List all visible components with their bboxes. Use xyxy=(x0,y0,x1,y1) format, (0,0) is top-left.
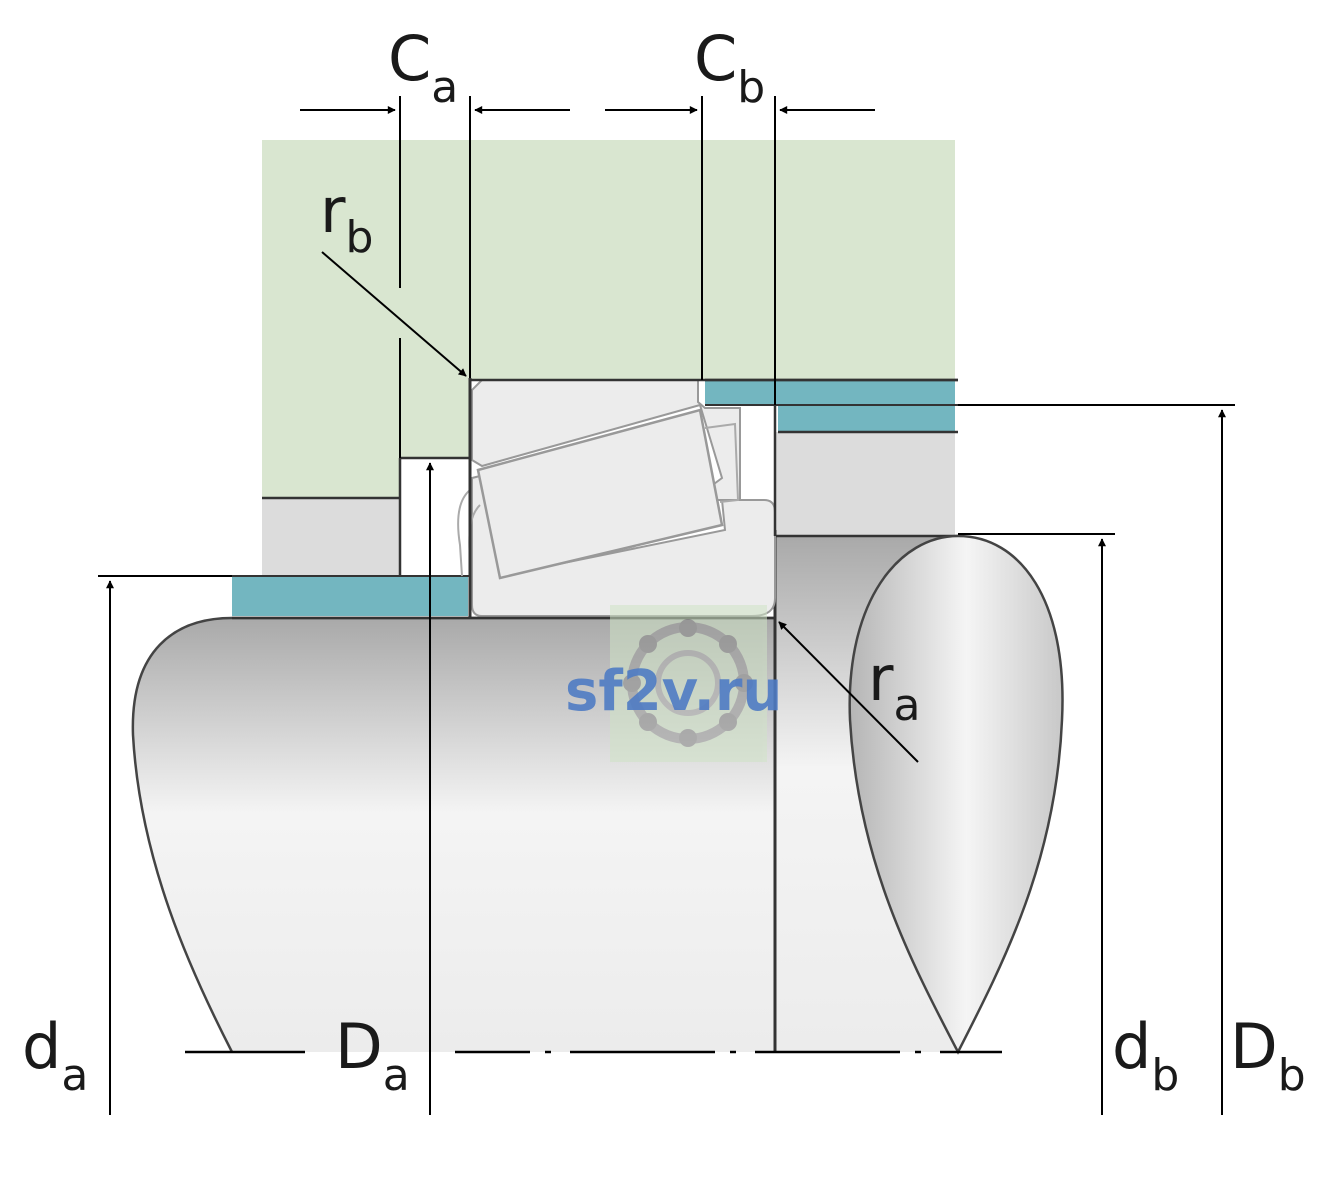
label-da-housing-main: D xyxy=(335,1010,383,1083)
dimension-da xyxy=(98,575,232,1115)
dimension-ca xyxy=(300,96,570,458)
housing-lower-right xyxy=(775,432,955,536)
bearing-roller xyxy=(457,408,740,580)
leader-rb xyxy=(321,251,467,377)
label-rb: rb xyxy=(320,174,373,263)
dimension-db xyxy=(958,533,1115,1115)
leader-ra xyxy=(778,621,919,763)
housing xyxy=(262,140,955,498)
label-ca-main: C xyxy=(388,22,431,95)
label-da-housing-sub: a xyxy=(383,1050,410,1101)
label-ra: ra xyxy=(868,642,920,731)
label-rb-sub: b xyxy=(346,212,374,263)
watermark xyxy=(610,605,767,762)
bearing-inner-ring xyxy=(471,474,776,617)
label-cb-main: C xyxy=(694,22,737,95)
label-db-housing-sub: b xyxy=(1278,1050,1306,1101)
label-cb-sub: b xyxy=(737,62,765,113)
label-ra-main: r xyxy=(868,642,894,715)
label-db-shaft-sub: b xyxy=(1151,1050,1179,1101)
label-da-shaft-main: d xyxy=(22,1010,61,1083)
label-da-shaft: da xyxy=(22,1010,88,1101)
dimension-db-housing xyxy=(958,404,1235,1115)
label-ra-sub: a xyxy=(894,680,921,731)
label-db-housing: Db xyxy=(1230,1010,1306,1101)
label-db-shaft-main: d xyxy=(1112,1010,1151,1083)
label-da-shaft-sub: a xyxy=(61,1050,88,1101)
label-db-housing-main: D xyxy=(1230,1010,1278,1083)
shaft-section-drop xyxy=(848,534,1064,1055)
label-ca-sub: a xyxy=(431,62,458,113)
label-ca: Ca xyxy=(388,22,458,113)
inner-spacer xyxy=(232,575,470,616)
dimension-cb xyxy=(605,96,875,405)
outer-spacer xyxy=(705,378,958,434)
label-cb: Cb xyxy=(694,22,765,113)
label-da-housing: Da xyxy=(335,1010,410,1101)
housing-lower-left xyxy=(262,498,400,576)
label-rb-main: r xyxy=(320,174,346,247)
label-db-shaft: db xyxy=(1112,1010,1179,1101)
watermark-text: sf2v.ru xyxy=(565,659,782,724)
